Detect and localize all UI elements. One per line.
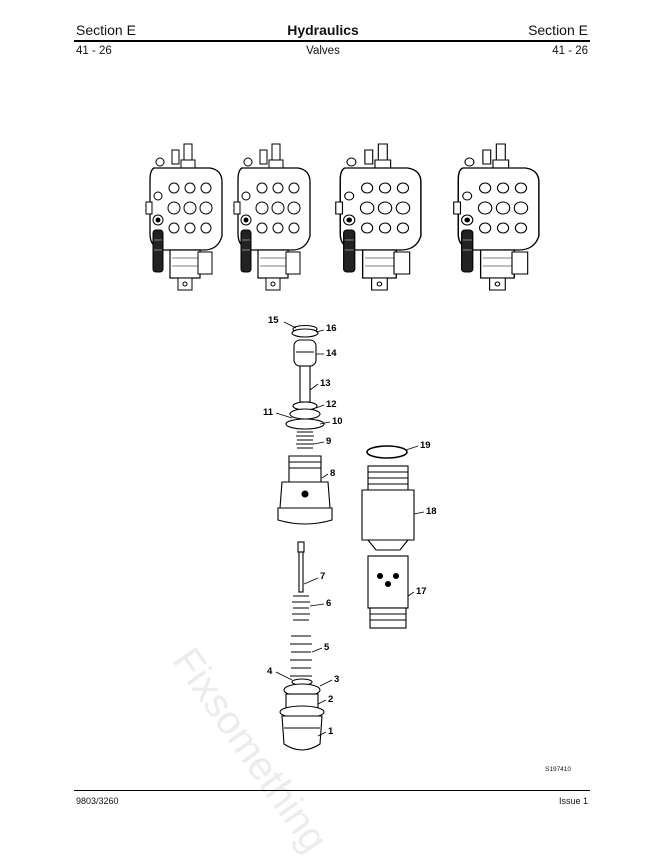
valve-housing-parts	[361, 445, 415, 629]
callout-13: 13	[320, 378, 331, 389]
header-rule	[74, 40, 590, 42]
valve-block-4	[453, 143, 540, 291]
callout-16: 16	[326, 323, 337, 334]
page-number-right: 41 - 26	[552, 45, 588, 57]
relief-valve-cartridge-upper	[277, 324, 333, 525]
callout-1: 1	[328, 726, 334, 737]
exploded-view-diagram: 15 16 14 13 12 11 10 9 8 19 18 7 6 5 17 …	[145, 143, 540, 751]
callout-18: 18	[426, 506, 437, 517]
callout-7: 7	[320, 571, 325, 582]
document-number: 9803/3260	[76, 796, 119, 806]
valve-block-1	[145, 143, 223, 291]
callout-15: 15	[268, 315, 279, 326]
page-number-left: 41 - 26	[76, 45, 112, 57]
figure-reference: S197410	[545, 766, 572, 773]
callout-8: 8	[330, 468, 335, 479]
relief-valve-cartridge-lower	[279, 541, 325, 751]
callout-17: 17	[416, 586, 427, 597]
issue-label: Issue 1	[558, 796, 588, 806]
leader-lines	[275, 321, 425, 737]
callout-3: 3	[334, 674, 339, 685]
footer-rule	[74, 790, 590, 791]
callout-5: 5	[324, 642, 330, 653]
callout-14: 14	[326, 348, 337, 359]
callout-6: 6	[326, 598, 331, 609]
valve-block-2	[233, 143, 311, 291]
callout-19: 19	[420, 440, 431, 451]
callout-12: 12	[326, 399, 337, 410]
callout-10: 10	[332, 416, 343, 427]
page-subtitle: Valves	[306, 45, 340, 57]
callout-11: 11	[263, 407, 274, 418]
section-label-left: Section E	[76, 22, 136, 38]
valve-block-3	[335, 143, 422, 291]
section-label-right: Section E	[528, 22, 588, 38]
callout-4: 4	[267, 666, 273, 677]
page-title: Hydraulics	[287, 22, 359, 38]
callout-9: 9	[326, 436, 331, 447]
callout-2: 2	[328, 694, 333, 705]
